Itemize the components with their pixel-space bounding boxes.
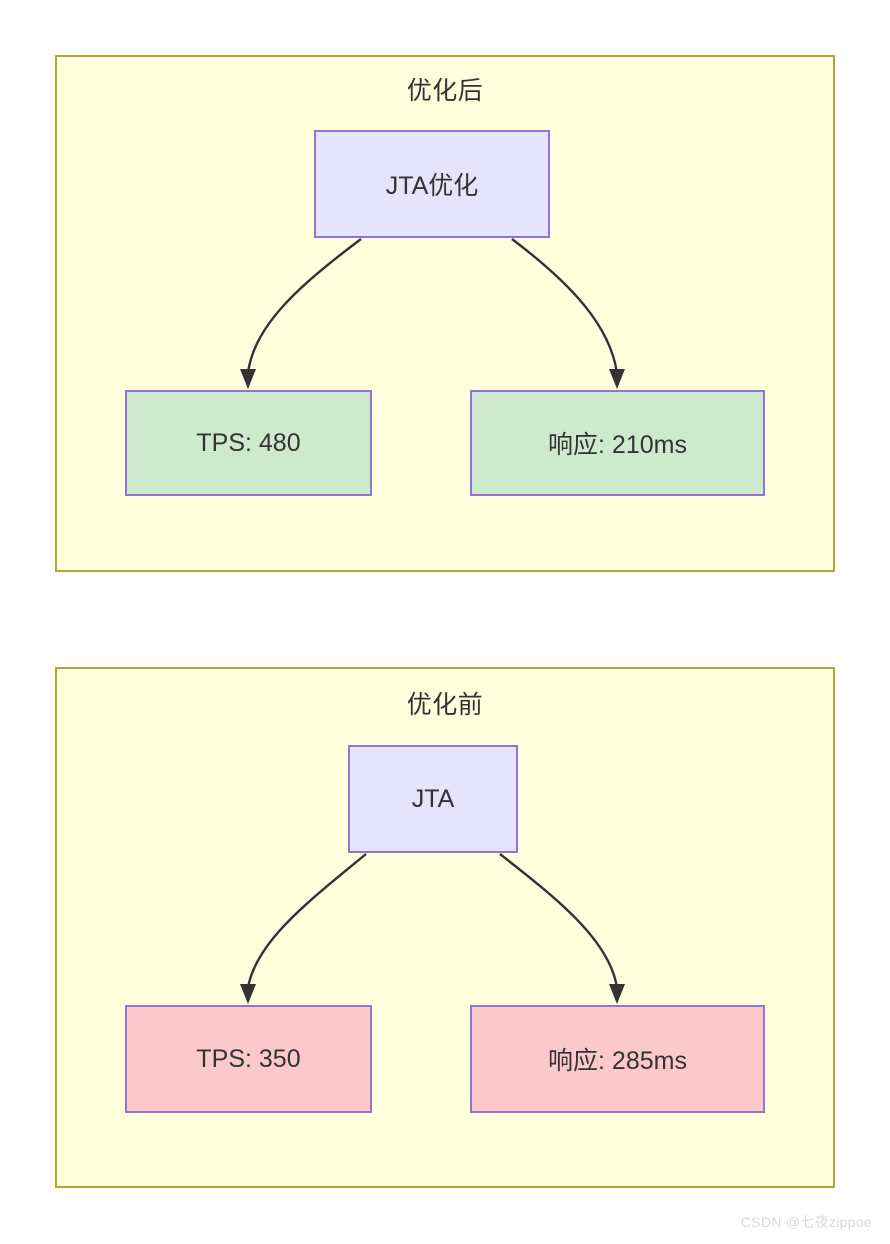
- node-jta-optimized[interactable]: JTA优化: [314, 130, 550, 238]
- node-response-before-label: 响应: 285ms: [548, 1047, 687, 1075]
- node-tps-optimized-label: TPS: 480: [196, 428, 301, 457]
- node-response-before[interactable]: 响应: 285ms: [470, 1005, 765, 1113]
- node-jta-label: JTA: [411, 784, 455, 813]
- group-before-title: 优化前: [406, 691, 484, 719]
- watermark: CSDN @七夜zippoe: [740, 1214, 872, 1230]
- node-tps-optimized[interactable]: TPS: 480: [125, 390, 372, 496]
- node-tps-before[interactable]: TPS: 350: [125, 1005, 372, 1113]
- node-tps-before-label: TPS: 350: [196, 1044, 301, 1073]
- group-optimized-title: 优化后: [406, 77, 484, 105]
- node-response-optimized[interactable]: 响应: 210ms: [470, 390, 765, 496]
- node-jta-optimized-label: JTA优化: [385, 172, 479, 200]
- node-jta[interactable]: JTA: [348, 745, 518, 853]
- node-response-optimized-label: 响应: 210ms: [548, 431, 687, 459]
